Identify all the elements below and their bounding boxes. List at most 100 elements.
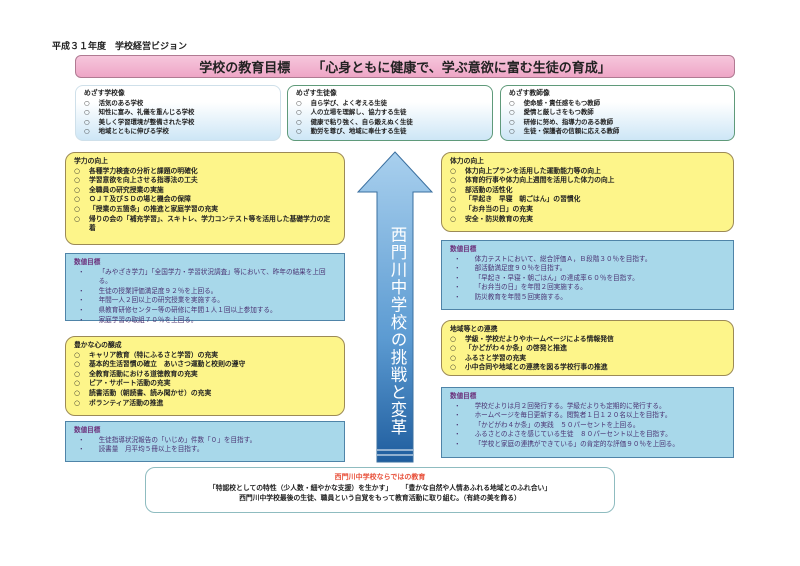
bullet-circle-icon: ○ (509, 108, 515, 116)
list-item-text: 研修に努め、指導力のある教師 (523, 117, 614, 126)
bullet-dot-icon: ・ (78, 305, 85, 314)
section-title: めざす生徒像 (296, 89, 337, 97)
bullet-circle-icon: ○ (450, 334, 456, 343)
list-item: ○ 小中合同や地域との連携を図る学校行事の推進 (450, 363, 725, 373)
list-item: ○基本的生活習慣の確立 あいさつ運動と校則の遵守 (74, 360, 336, 370)
list-item: ○知性に富み、礼儀を重んじる学校 (84, 108, 272, 118)
list-item: ・学校だよりは月２回発行する。学級だよりも定期的に発行する。 (450, 402, 725, 412)
list-item-text: 「授業の五箇条」の推進と家庭学習の充実 (88, 204, 219, 213)
bullet-circle-icon: ○ (450, 344, 456, 353)
list-item-text: 防災教育を年間５回実施する。 (474, 292, 567, 301)
list-item-text: 全教育活動における道徳教育の充実 (88, 369, 198, 378)
list-item: ○ピア・サポート活動の充実 (74, 379, 336, 389)
bullet-dot-icon: ・ (78, 267, 85, 276)
list-item-text: 「お弁当の日」の充実 (464, 204, 533, 213)
list-item-text: ホームページを毎日更新する。閲覧者１日１２０名以上を目指す。 (474, 411, 672, 420)
list-item-text: 地域とともに伸びる学校 (98, 127, 169, 135)
bullet-circle-icon: ○ (450, 176, 456, 185)
bullet-circle-icon: ○ (450, 185, 456, 194)
academic-improvement-box: 学力の向上○各種学力検査の分析と課題の明確化○学習意欲を向上させる指導法の工夫○… (65, 152, 345, 245)
list-item-text: 「学校と家庭の連携ができている」の肯定的な評価９０％を上回る。 (474, 439, 679, 448)
list-item-text: 体力向上プランを活用した運動能力等の向上 (464, 166, 601, 175)
list-item: ・生徒指導状況報告の「いじめ」件数「０」を目指す。 (74, 436, 336, 446)
list-item: ・部活動満足度９０％を目指す。 (450, 264, 725, 274)
bullet-dot-icon: ・ (78, 296, 85, 305)
list-item: ○ ＯＪＴ及びＳＤの場と機会の保障 (74, 195, 336, 205)
list-item-text: 「みやざき学力」「全国学力・学習状況調査」等において、昨年の結果を上回る。 (98, 267, 326, 286)
list-item: ○帰りの会の「補充学習」、スキトレ、学力コンテスト等を活用した基礎学力の定着 (74, 215, 336, 234)
education-goal-banner: 学校の教育目標 「心身ともに健康で、学ぶ意欲に富む生徒の育成」 (75, 55, 735, 78)
list-item-text: キャリア教育（特にふるさと学習）の充実 (88, 350, 219, 359)
feature-nature-community: 「豊かな自然や人情あふれる地域とのふれ合い」 (401, 483, 552, 492)
list-item: ・「早起き・早寝・朝ごはん」の達成率６０％を目指す。 (450, 274, 725, 284)
list-item-text: 小中合同や地域との連携を図る学校行事の推進 (464, 363, 608, 372)
list-item: ○ 「かどがわ４か条」の啓発と推進 (450, 344, 725, 354)
list-item: ・年間一人２回以上の研究授業を実施する。 (74, 296, 336, 306)
list-item: ○学習意欲を向上させる指導法の工夫 (74, 176, 336, 186)
bullet-circle-icon: ○ (509, 117, 515, 126)
bullet-circle-icon: ○ (509, 127, 515, 135)
list-item-text: 「かどがわ４か条」の実践 ５０パーセントを上回る。 (474, 420, 640, 429)
bullet-circle-icon: ○ (74, 388, 80, 397)
list-item: ○体力向上プランを活用した運動能力等の向上 (450, 167, 725, 177)
list-item: ○人の立場を理解し、協力する生徒 (296, 108, 484, 118)
bullet-circle-icon: ○ (450, 195, 456, 204)
list-item-text: 各種学力検査の分析と課題の明確化 (88, 166, 198, 175)
bullet-circle-icon: ○ (74, 369, 80, 378)
bullet-circle-icon: ○ (296, 108, 302, 116)
bullet-dot-icon: ・ (78, 315, 85, 324)
bullet-circle-icon: ○ (450, 353, 456, 362)
list-item-text: 愛情と厳しさをもつ教師 (523, 108, 594, 116)
list-item-text: 生徒の授業評価満足度９２％を上回る。 (98, 286, 218, 295)
list-item: ・ふるさとのよさを感じている生徒 ８０パーセント以上を目指す。 (450, 430, 725, 440)
list-item: ○ 活気のある学校 (84, 99, 272, 109)
section-title: めざす教師像 (509, 89, 550, 97)
bullet-circle-icon: ○ (74, 195, 80, 204)
bullet-circle-icon: ○ (74, 185, 80, 194)
list-item: ○ 地域とともに伸びる学校 (84, 127, 272, 137)
bullet-circle-icon: ○ (450, 214, 456, 223)
bullet-circle-icon: ○ (84, 127, 90, 135)
list-item: ○生徒・保護者の信頼に応える教師 (509, 127, 726, 137)
list-item-text: 家庭学習の取組７０％を上回る。 (98, 315, 198, 324)
list-item-text: 安全・防災教育の充実 (464, 214, 533, 223)
upward-arrow-icon (356, 151, 434, 463)
bullet-circle-icon: ○ (74, 166, 80, 175)
section-title: 体力の向上 (450, 157, 484, 165)
bullet-circle-icon: ○ (450, 363, 456, 372)
arrow-label: 西門川中学校の挑戦と変革 (388, 226, 407, 436)
bullet-circle-icon: ○ (84, 117, 90, 126)
list-item: ○ 安全・防災教育の充実 (450, 215, 725, 225)
academic-targets-box: 数値目標・「みやざき学力」「全国学力・学習状況調査」等において、昨年の結果を上回… (65, 253, 345, 324)
list-item: ○体育的行事や体力向上週間を活用した体力の向上 (450, 176, 725, 186)
unique-education-title: 西門川中学校ならではの教育 (334, 473, 426, 481)
bullet-dot-icon: ・ (454, 273, 461, 282)
list-item: ○部活動の活性化 (450, 186, 725, 196)
heart-targets-box: 数値目標・生徒指導状況報告の「いじめ」件数「０」を目指す。・読書量 月平均５冊以… (65, 421, 345, 462)
goal-label: 学校の教育目標 (199, 61, 291, 76)
list-item: ・生徒の授業評価満足度９２％を上回る。 (74, 287, 336, 297)
vision-student: めざす生徒像○自ら学び、よく考える生徒○人の立場を理解し、協力する生徒○健康で粘… (287, 85, 493, 141)
section-title: 数値目標 (450, 392, 477, 400)
document-title: 平成３１年度 学校経営ビジョン (52, 42, 188, 52)
bullet-dot-icon: ・ (454, 439, 461, 448)
list-item-text: ふるさと学習の充実 (464, 353, 527, 362)
list-item-text: 生徒指導状況報告の「いじめ」件数「０」を目指す。 (98, 435, 257, 444)
list-item-text: ピア・サポート活動の充実 (88, 379, 171, 388)
section-title: 学力の向上 (74, 157, 108, 165)
bullet-circle-icon: ○ (74, 204, 80, 213)
list-item-text: ＯＪＴ及びＳＤの場と機会の保障 (88, 195, 191, 204)
bullet-dot-icon: ・ (454, 411, 461, 420)
bullet-circle-icon: ○ (74, 350, 80, 359)
list-item: ○ キャリア教育（特にふるさと学習）の充実 (74, 351, 336, 361)
list-item-text: 知性に富み、礼儀を重んじる学校 (98, 108, 195, 116)
list-item: ・ 「みやざき学力」「全国学力・学習状況調査」等において、昨年の結果を上回る。 (74, 268, 336, 287)
bullet-circle-icon: ○ (84, 98, 90, 107)
goal-text: 「心身ともに健康で、学ぶ意欲に富む生徒の育成」 (312, 61, 611, 76)
list-item-text: 活気のある学校 (98, 98, 144, 107)
community-box: 地域等との連携○学級・学校だよりやホームページによる情報発信○「かどがわ４か条」… (441, 320, 734, 376)
list-item-text: 「かどがわ４か条」の啓発と推進 (464, 344, 567, 353)
bullet-dot-icon: ・ (454, 401, 461, 410)
list-item-text: 「お弁当の日」を年間２回実施する。 (474, 283, 587, 292)
list-item: ○使命感・責任感をもつ教師 (509, 99, 726, 109)
